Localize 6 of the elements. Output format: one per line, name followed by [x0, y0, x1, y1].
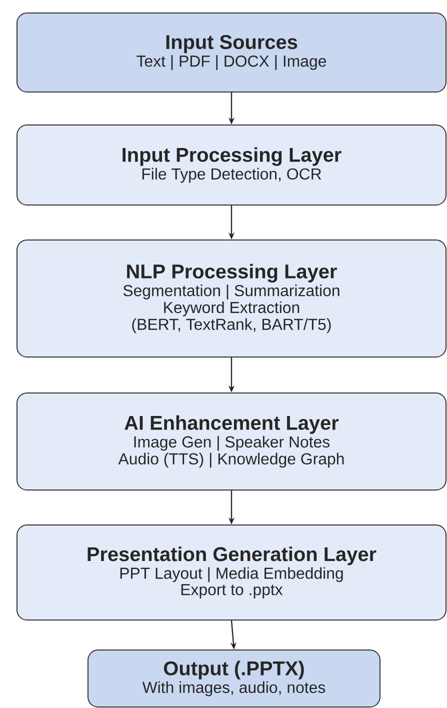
layer-box: AI Enhancement Layer Image Gen | Speaker Notes Audio (TTS) | Knowledge Graph [16, 392, 446, 490]
layer-box: Output (.PPTX) With images, audio, notes [88, 650, 380, 708]
layer-box: Presentation Generation Layer PPT Layout | Media Embedding Export to .pptx [16, 524, 446, 620]
layer-box: Input Sources Text | PDF | DOCX | Image [16, 12, 446, 92]
layer-box: NLP Processing Layer Segmentation | Summarization Keyword Extraction (BERT, TextRank, BART/T5) [16, 240, 446, 358]
layer-box: Input Processing Layer File Type Detection, OCR [16, 124, 446, 206]
